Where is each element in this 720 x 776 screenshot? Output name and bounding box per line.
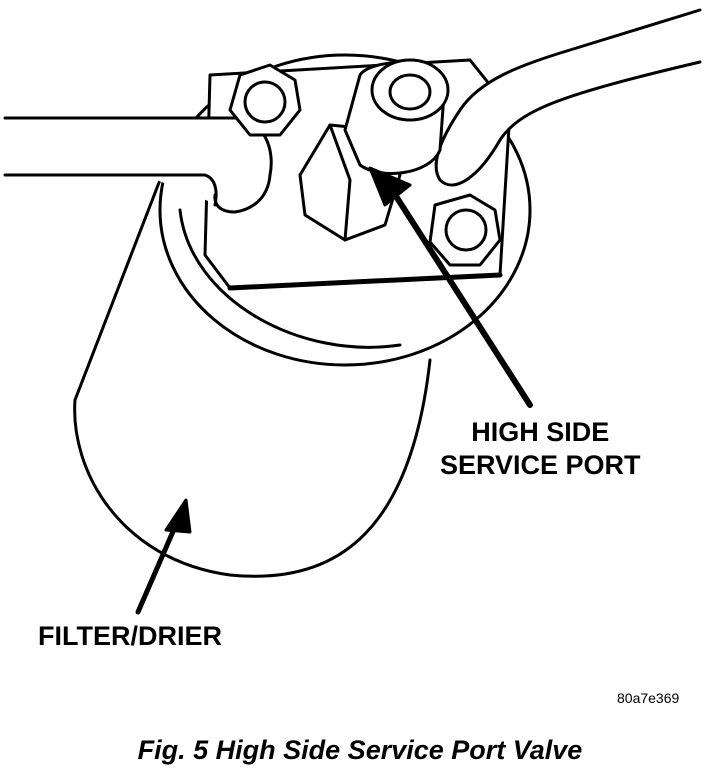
filter-drier-arrow: [135, 498, 192, 615]
service-port-arrow: [368, 166, 533, 408]
high-side-label-line1: HIGH SIDE: [471, 417, 610, 447]
figure-caption: Fig. 5 High Side Service Port Valve: [137, 735, 583, 765]
right-bolt: [428, 193, 502, 267]
left-bolt: [228, 63, 302, 137]
figure-id: 80a7e369: [617, 690, 680, 706]
right-refrigerant-line: [434, 8, 702, 187]
filter-drier-canister: [73, 178, 432, 578]
left-refrigerant-line: [3, 116, 273, 214]
filter-drier-label: FILTER/DRIER: [38, 621, 222, 651]
service-port-valve: [298, 58, 450, 242]
high-side-service-port-label: HIGH SIDE SERVICE PORT: [440, 416, 641, 482]
high-side-label-line2: SERVICE PORT: [440, 450, 641, 480]
